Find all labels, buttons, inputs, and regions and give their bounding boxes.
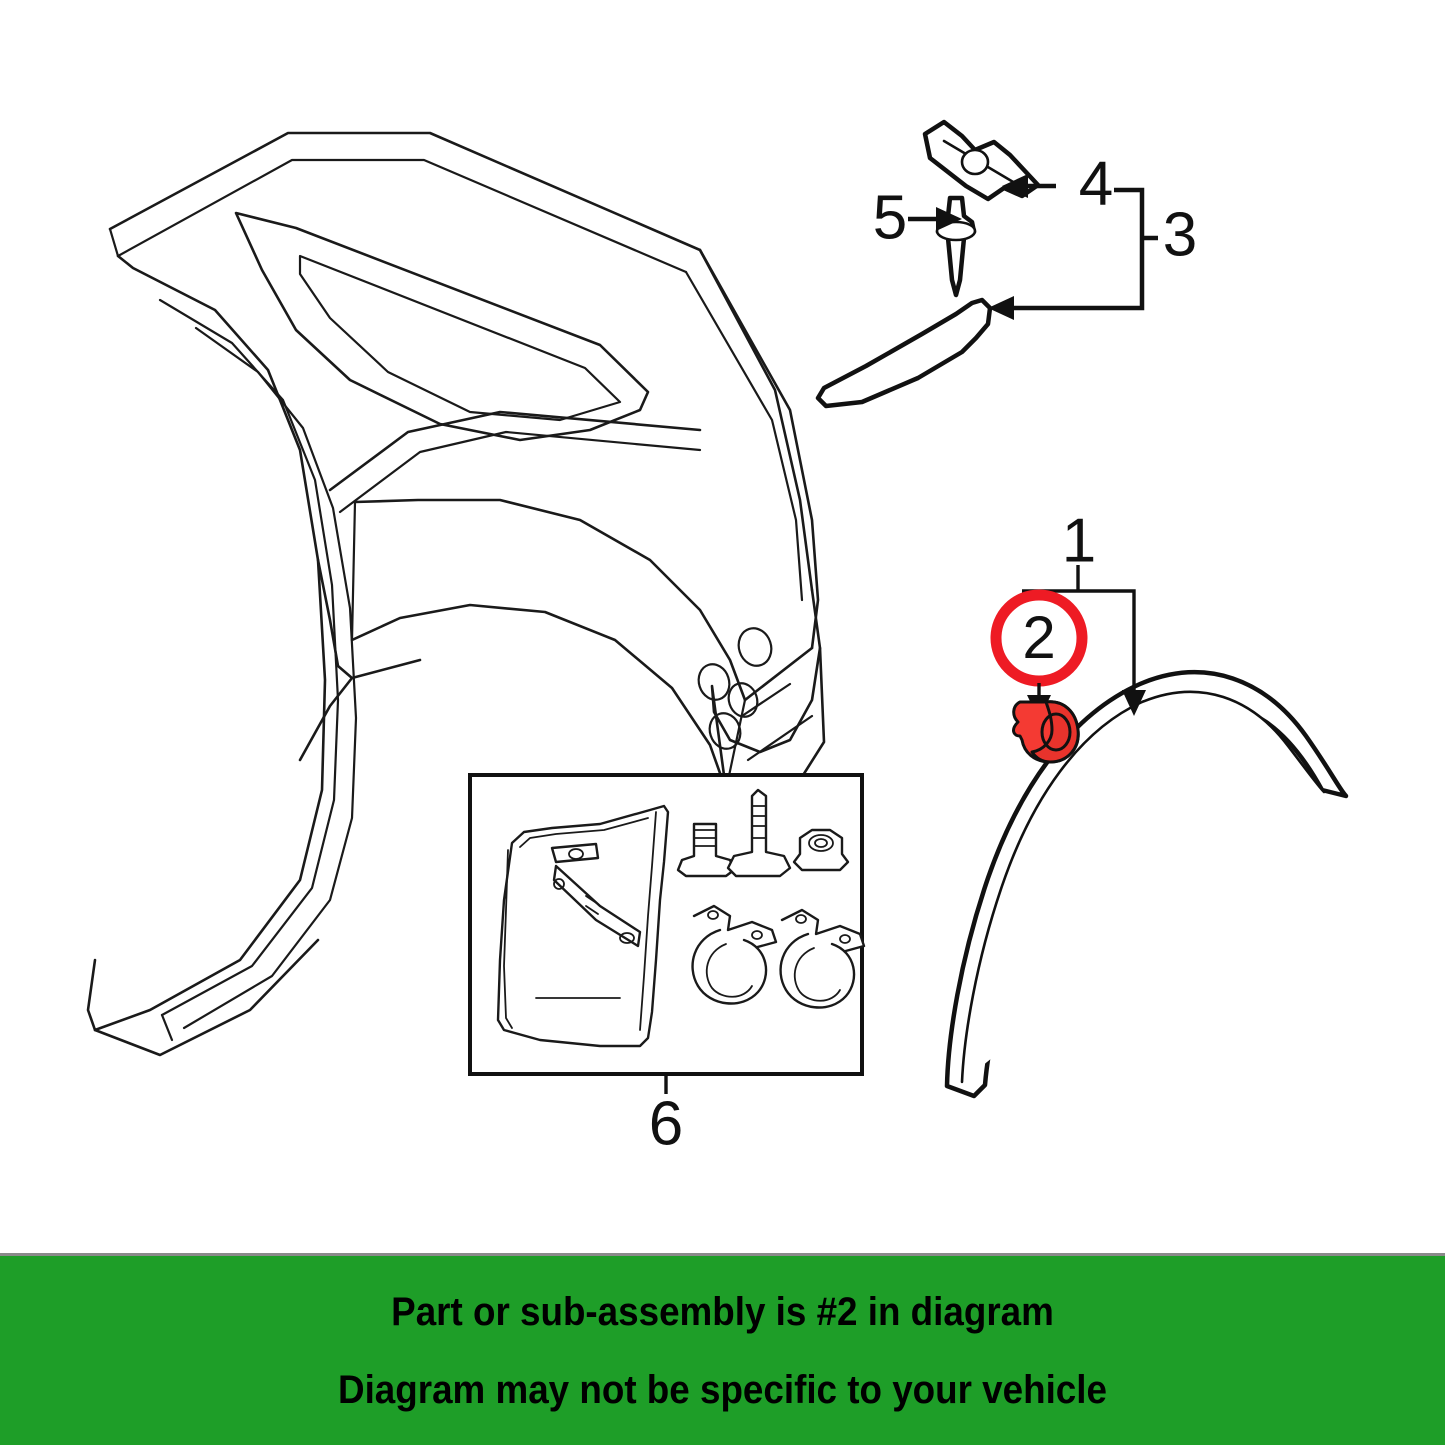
callout-label-6: 6: [649, 1089, 683, 1158]
clamp-right: [779, 908, 866, 1009]
callout-3-bracket: [988, 187, 1158, 320]
diagram-canvas: 5 4 3: [86, 119, 1349, 1159]
callout-label-4: 4: [1079, 149, 1113, 218]
wheel-arch-molding: [944, 670, 1349, 1099]
push-clip-rivet: [1012, 700, 1080, 764]
callout-label-3: 3: [1163, 200, 1197, 269]
callout-5-leader: [908, 207, 962, 231]
callout-4-leader: [1002, 174, 1056, 198]
body-side-molding-strip: [815, 297, 993, 409]
quarter-panel-drawing: [86, 131, 826, 1057]
flange-nut: [792, 828, 850, 872]
info-banner: Part or sub-assembly is #2 in diagram Di…: [0, 1253, 1445, 1445]
clamp-left: [691, 904, 778, 1005]
screw-short: [676, 822, 736, 878]
callout-1-bracket: [1022, 565, 1146, 716]
callout-label-5: 5: [873, 183, 907, 252]
mud-flap-kit-box: [468, 773, 866, 1094]
banner-line-disclaimer: Diagram may not be specific to your vehi…: [338, 1367, 1107, 1412]
callout-label-2: 2: [1022, 604, 1055, 671]
callout-label-1: 1: [1062, 506, 1096, 575]
banner-line-part-number: Part or sub-assembly is #2 in diagram: [391, 1289, 1054, 1334]
screw-long: [726, 788, 792, 878]
mud-flap: [496, 804, 670, 1048]
molding-retainer-clip: [922, 119, 1041, 202]
